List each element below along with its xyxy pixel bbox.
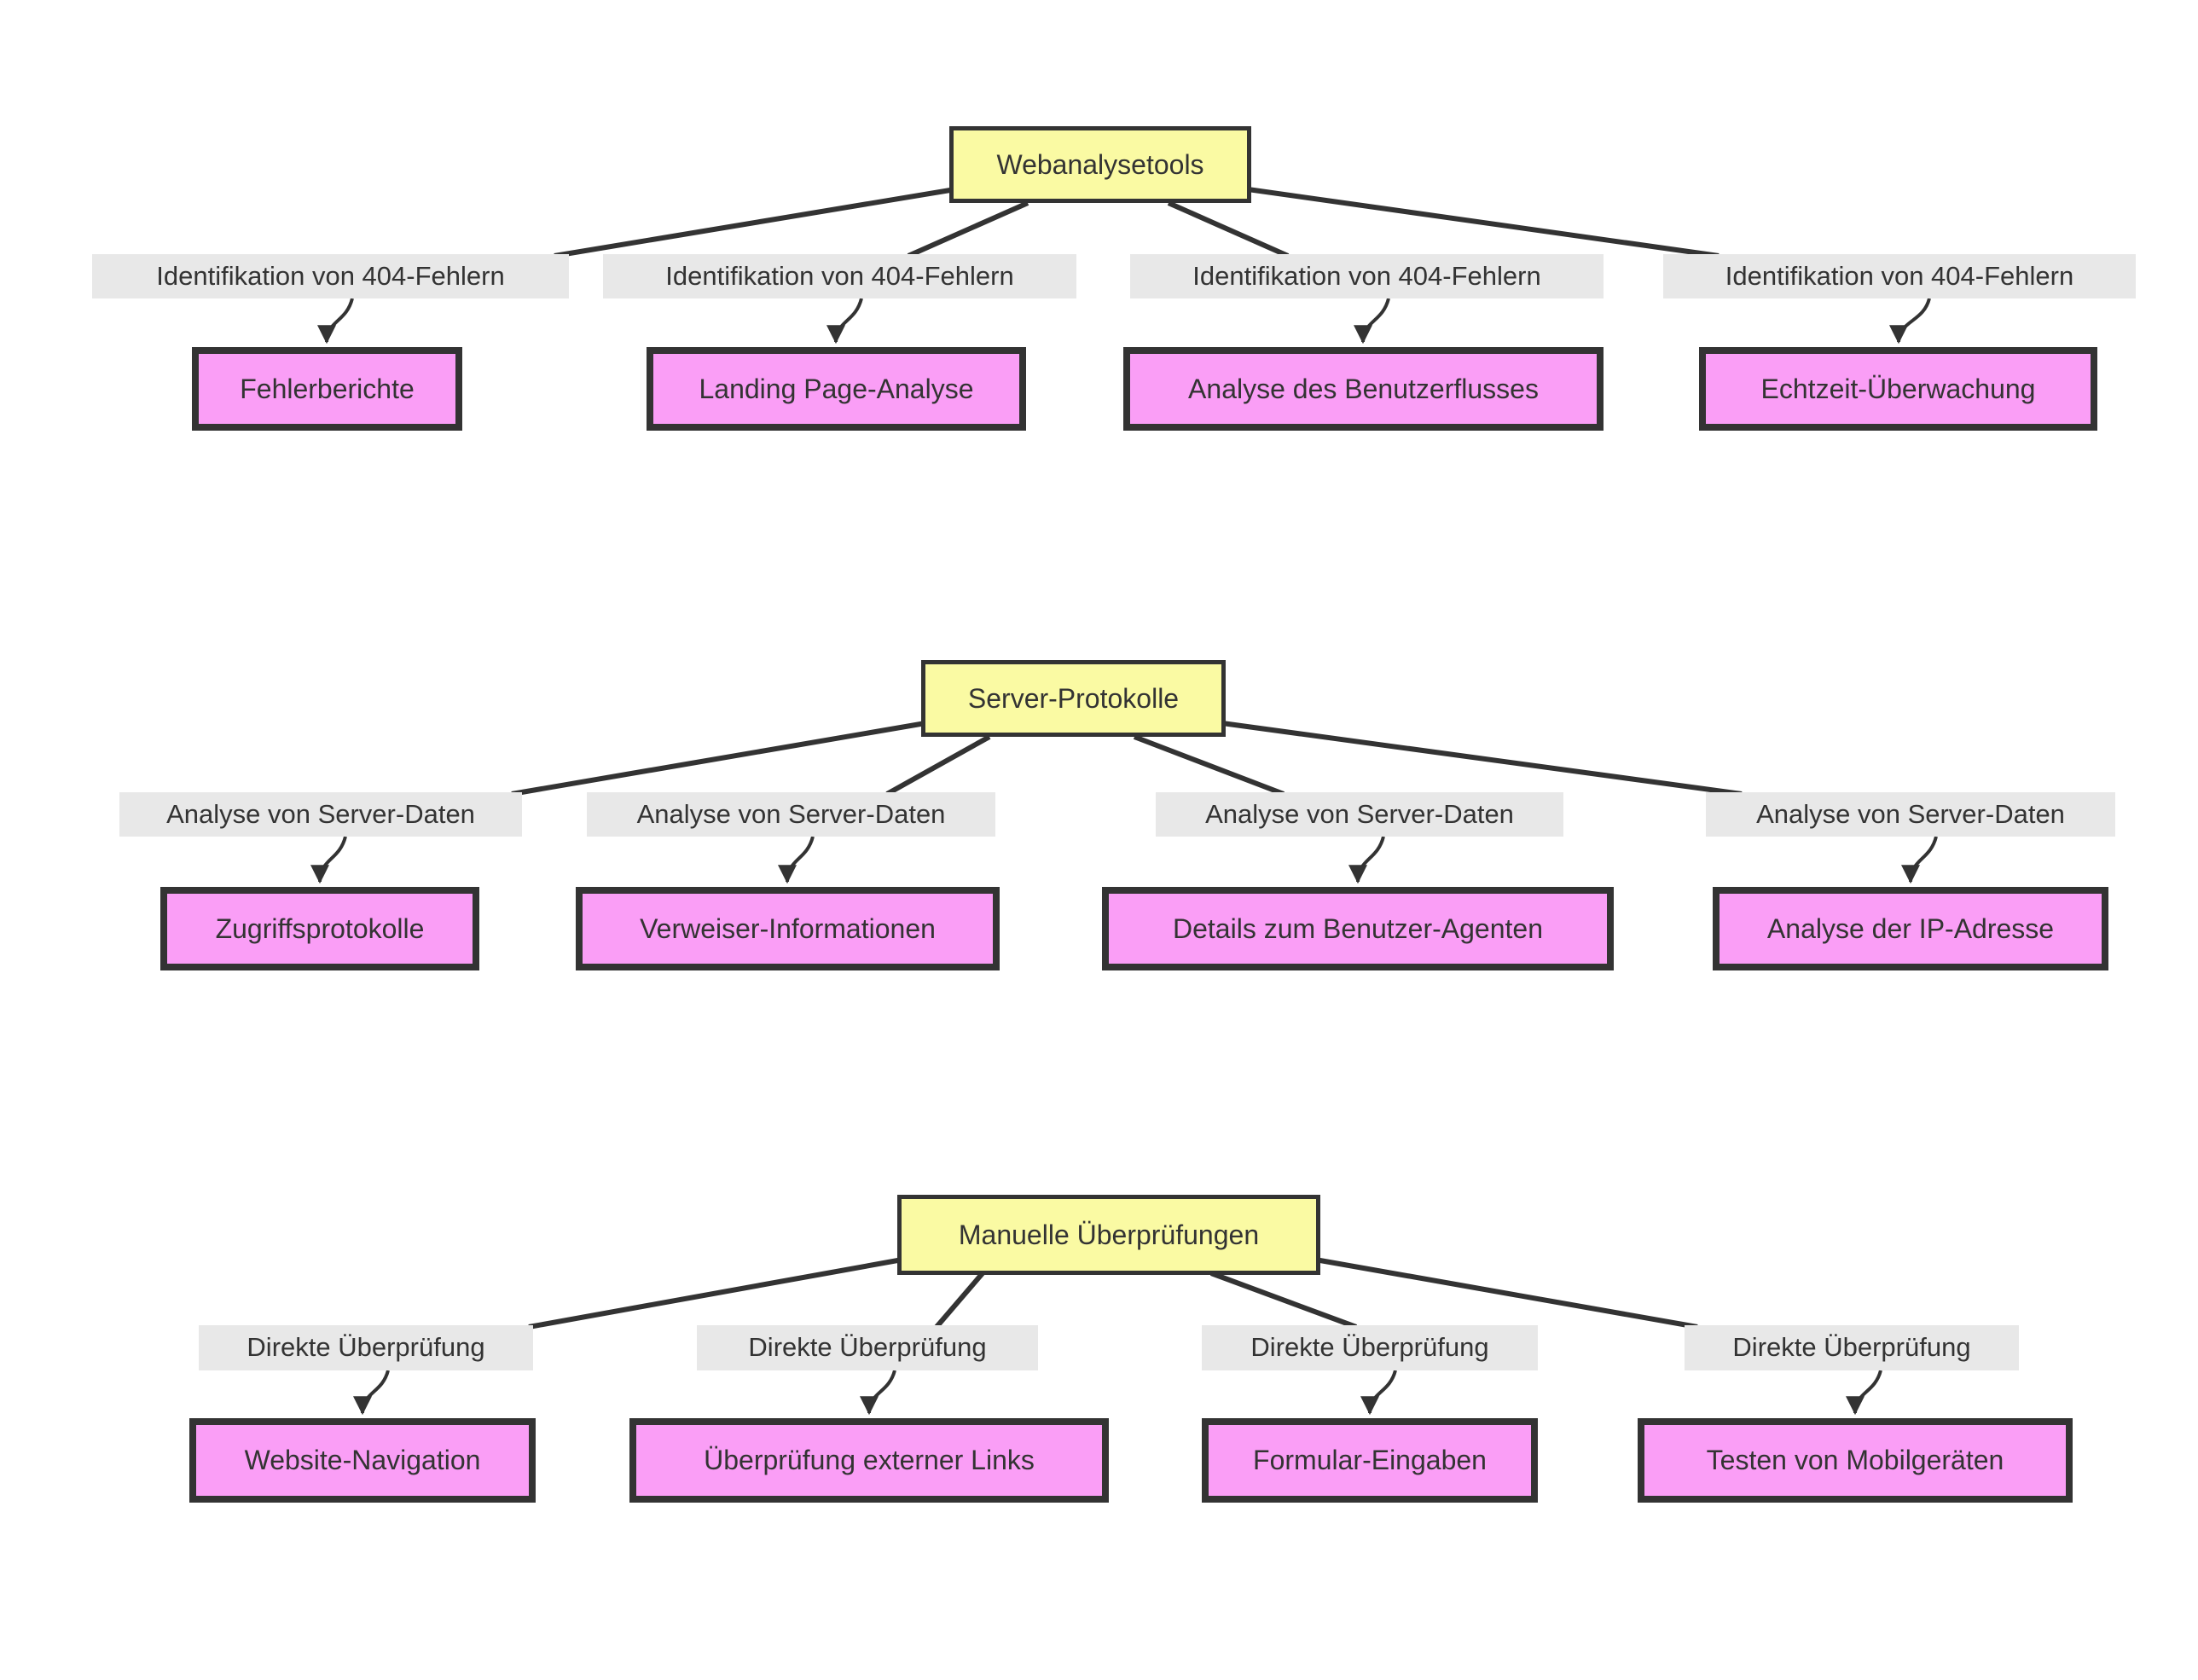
edge-arrow bbox=[826, 298, 863, 345]
edge-line bbox=[1133, 734, 1285, 797]
edge-label-direkte-ueberpruefung: Direkte Überprüfung bbox=[1202, 1325, 1538, 1370]
edge-arrow bbox=[1354, 298, 1390, 345]
node-server-protokolle: Server-Protokolle bbox=[921, 660, 1226, 737]
edge-label-direkte-ueberpruefung: Direkte Überprüfung bbox=[697, 1325, 1038, 1370]
node-formular-eingaben: Formular-Eingaben bbox=[1202, 1418, 1538, 1503]
edge-arrow bbox=[317, 298, 354, 345]
node-echtzeit-ueberwachung: Echtzeit-Überwachung bbox=[1699, 347, 2097, 431]
node-analyse-des-benutzerflusses: Analyse des Benutzerflusses bbox=[1123, 347, 1604, 431]
node-manuelle-ueberpruefungen: Manuelle Überprüfungen bbox=[897, 1195, 1320, 1275]
edge-line bbox=[1314, 1257, 1698, 1330]
edge-label-direkte-ueberpruefung: Direkte Überprüfung bbox=[1685, 1325, 2019, 1370]
edge-arrow bbox=[310, 836, 347, 884]
node-ueberpruefung-externer-links: Überprüfung externer Links bbox=[629, 1418, 1109, 1503]
node-testen-von-mobilgeraeten: Testen von Mobilgeräten bbox=[1638, 1418, 2073, 1503]
edge-line bbox=[907, 200, 1029, 258]
edge-label-identifikation-404: Identifikation von 404-Fehlern bbox=[1663, 254, 2136, 298]
node-zugriffsprotokolle: Zugriffsprotokolle bbox=[160, 887, 479, 970]
edge-label-identifikation-404: Identifikation von 404-Fehlern bbox=[1130, 254, 1604, 298]
edge-arrow bbox=[353, 1370, 390, 1416]
node-fehlerberichte: Fehlerberichte bbox=[192, 347, 462, 431]
edge-line bbox=[1247, 187, 1720, 258]
edge-label-direkte-ueberpruefung: Direkte Überprüfung bbox=[199, 1325, 533, 1370]
edge-arrow bbox=[1360, 1370, 1397, 1416]
edge-label-analyse-server-daten: Analyse von Server-Daten bbox=[1706, 792, 2115, 837]
node-verweiser-informationen: Verweiser-Informationen bbox=[576, 887, 1000, 970]
edge-line bbox=[934, 1272, 985, 1329]
edge-line bbox=[1209, 1271, 1358, 1330]
edge-arrow bbox=[1901, 836, 1938, 884]
edge-line bbox=[554, 187, 956, 258]
edge-line bbox=[511, 721, 926, 797]
edge-line bbox=[1167, 200, 1290, 258]
edge-arrow bbox=[1348, 836, 1385, 884]
edge-line bbox=[528, 1257, 903, 1330]
edge-label-analyse-server-daten: Analyse von Server-Daten bbox=[119, 792, 522, 837]
edge-line bbox=[885, 734, 991, 797]
edge-line bbox=[1221, 721, 1743, 797]
edge-arrow bbox=[778, 836, 815, 884]
edge-label-identifikation-404: Identifikation von 404-Fehlern bbox=[603, 254, 1076, 298]
edge-arrow bbox=[1846, 1370, 1882, 1416]
node-website-navigation: Website-Navigation bbox=[189, 1418, 536, 1503]
node-details-zum-benutzer-agenten: Details zum Benutzer-Agenten bbox=[1102, 887, 1614, 970]
edge-label-identifikation-404: Identifikation von 404-Fehlern bbox=[92, 254, 569, 298]
edge-label-analyse-server-daten: Analyse von Server-Daten bbox=[587, 792, 995, 837]
node-landing-page-analyse: Landing Page-Analyse bbox=[647, 347, 1026, 431]
edge-arrow bbox=[860, 1370, 896, 1416]
edge-label-analyse-server-daten: Analyse von Server-Daten bbox=[1156, 792, 1563, 837]
node-webanalysetools: Webanalysetools bbox=[949, 126, 1251, 203]
edge-arrow bbox=[1889, 298, 1931, 345]
node-analyse-der-ip-adresse: Analyse der IP-Adresse bbox=[1713, 887, 2108, 970]
